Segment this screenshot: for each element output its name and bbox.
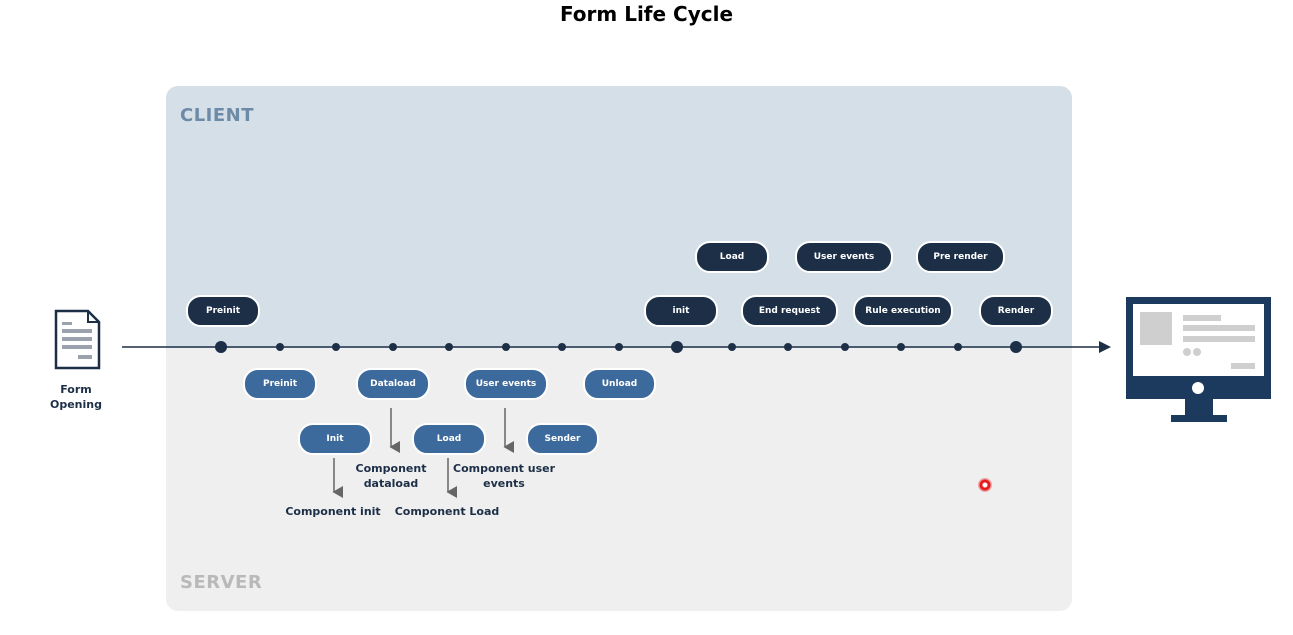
timeline-node (215, 341, 227, 353)
component-dataload-label: Component dataload (355, 462, 427, 490)
client-zone-label: CLIENT (180, 105, 255, 126)
timeline-node (784, 343, 792, 351)
client-step-preinit: Preinit (186, 295, 260, 327)
client-step-rule-execution: Rule execution (853, 295, 953, 327)
timeline-node (954, 343, 962, 351)
pointer-indicator (978, 478, 992, 492)
client-step-pre-render: Pre render (916, 241, 1005, 273)
diagram-title: Form Life Cycle (559, 2, 734, 26)
timeline-node (445, 343, 453, 351)
lifecycle-panel: CLIENT SERVER (166, 86, 1072, 611)
client-step-end-request: End request (741, 295, 838, 327)
server-zone-label: SERVER (180, 572, 263, 593)
timeline-node (841, 343, 849, 351)
server-step-preinit: Preinit (243, 368, 317, 400)
server-step-sender: Sender (526, 423, 599, 455)
client-step-render: Render (979, 295, 1053, 327)
client-step-init: init (644, 295, 718, 327)
client-step-user-events: User events (795, 241, 893, 273)
timeline-node (1010, 341, 1022, 353)
timeline-dots (215, 341, 1022, 353)
timeline-node (558, 343, 566, 351)
server-step-dataload: Dataload (356, 368, 430, 400)
client-step-load: Load (695, 241, 769, 273)
timeline-node (615, 343, 623, 351)
monitor-icon (1126, 297, 1271, 422)
server-step-unload: Unload (583, 368, 656, 400)
component-arrows (332, 408, 514, 498)
component-init-label: Component init (285, 505, 381, 518)
timeline-node (389, 343, 397, 351)
server-step-init: Init (298, 423, 372, 455)
document-icon (54, 309, 101, 370)
server-step-user-events: User events (464, 368, 548, 400)
server-step-load: Load (412, 423, 486, 455)
timeline-node (276, 343, 284, 351)
timeline-node (502, 343, 510, 351)
component-load-label: Component Load (394, 505, 500, 518)
timeline-node (897, 343, 905, 351)
timeline-node (332, 343, 340, 351)
timeline-node (728, 343, 736, 351)
component-user-events-label: Component user events (453, 462, 555, 490)
timeline-node (671, 341, 683, 353)
form-opening-label: Form Opening (50, 383, 102, 411)
